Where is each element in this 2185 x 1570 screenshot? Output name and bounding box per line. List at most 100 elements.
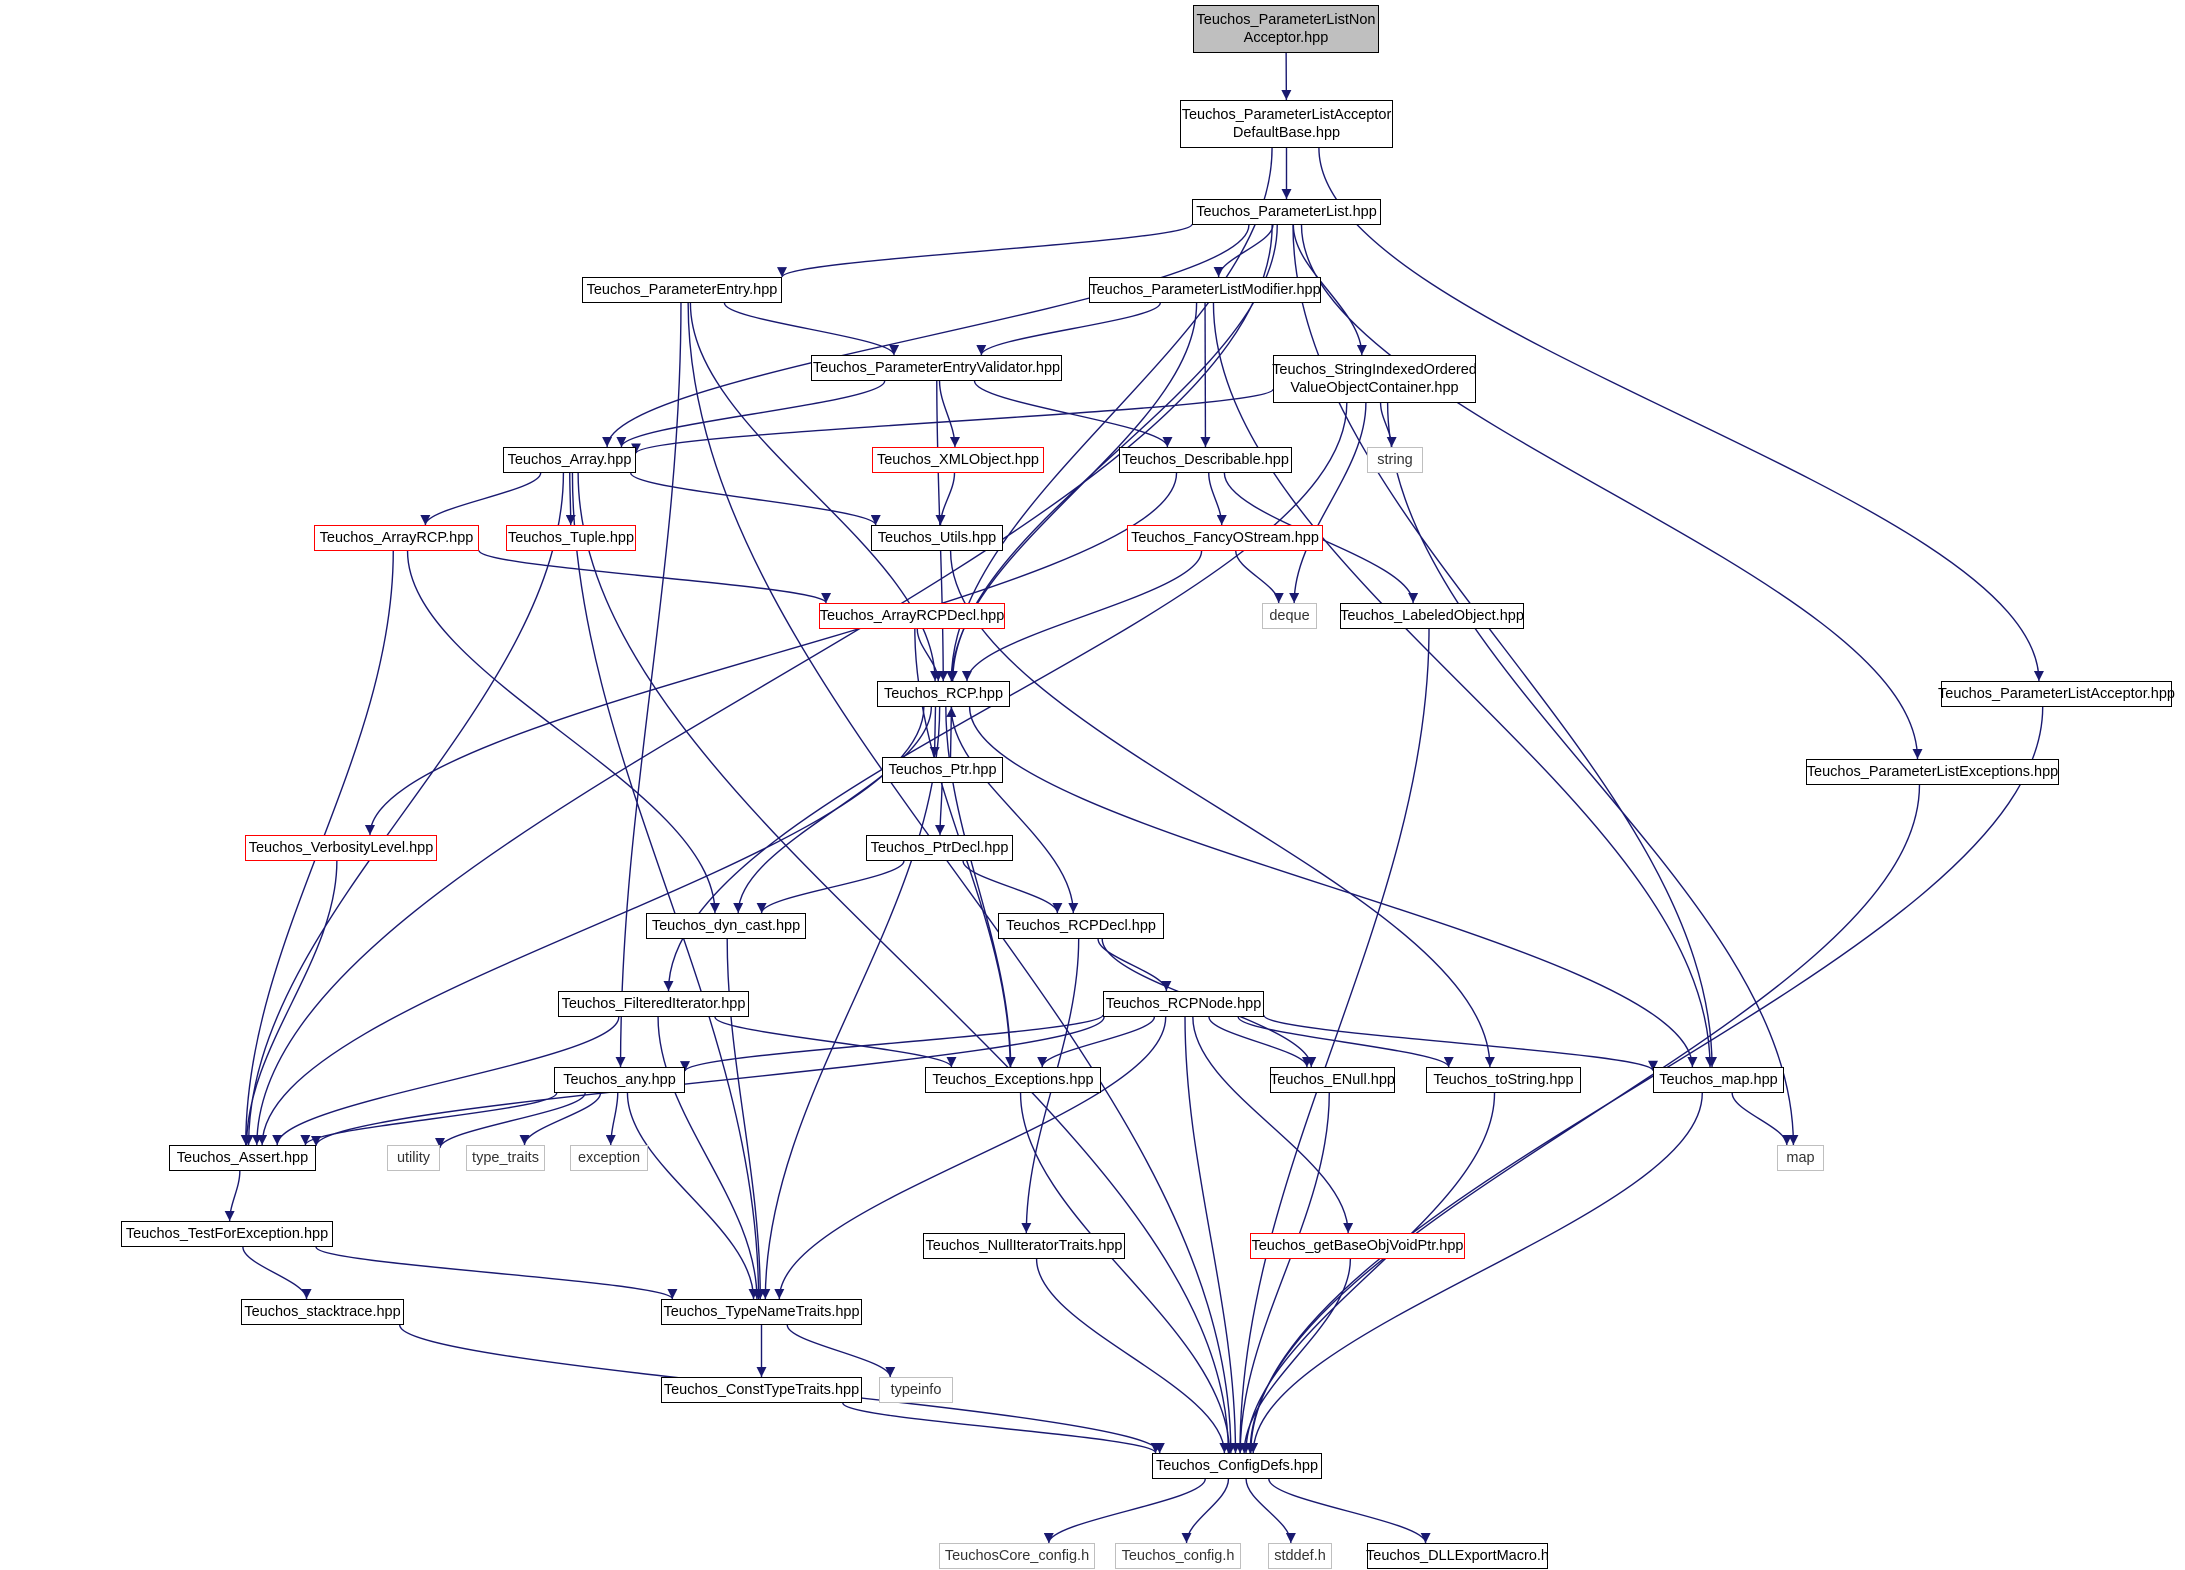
node-label-line: Teuchos_ConfigDefs.hpp	[1156, 1457, 1318, 1475]
edge-arcp-to-dyn	[408, 551, 715, 913]
node-label-line: Teuchos_any.hpp	[563, 1071, 676, 1089]
node-utils[interactable]: Teuchos_Utils.hpp	[871, 525, 1003, 551]
node-labeled[interactable]: Teuchos_LabeledObject.hpp	[1340, 603, 1524, 629]
edge-pev-to-array	[621, 381, 884, 447]
node-xml[interactable]: Teuchos_XMLObject.hpp	[872, 447, 1044, 473]
edge-rcpn-to-any	[685, 1015, 1103, 1071]
edge-verb-to-assert	[247, 861, 337, 1145]
node-label-line: stddef.h	[1274, 1547, 1326, 1565]
node-gbo[interactable]: Teuchos_getBaseObjVoidPtr.hpp	[1250, 1233, 1465, 1259]
node-rcp[interactable]: Teuchos_RCP.hpp	[877, 681, 1010, 707]
node-label-line: Teuchos_FancyOStream.hpp	[1131, 529, 1319, 547]
node-arcpd[interactable]: Teuchos_ArrayRCPDecl.hpp	[819, 603, 1005, 629]
node-plm[interactable]: Teuchos_ParameterListModifier.hpp	[1089, 277, 1321, 303]
node-tmap[interactable]: Teuchos_map.hpp	[1653, 1067, 1784, 1093]
edge-rcp-to-rcpd	[951, 707, 1073, 913]
node-label-line: exception	[578, 1149, 640, 1167]
edge-ple-to-cfg	[1250, 785, 1919, 1453]
edge-pe-to-pev	[724, 303, 894, 355]
edge-enull-to-cfg	[1240, 1093, 1329, 1453]
edge-cfg-to-tconf	[1187, 1479, 1229, 1543]
edge-cfg-to-tcc	[1049, 1479, 1205, 1543]
node-label-line: Teuchos_ParameterEntry.hpp	[587, 281, 778, 299]
node-label-line: Acceptor.hpp	[1244, 29, 1329, 47]
node-tconf: Teuchos_config.h	[1115, 1543, 1241, 1569]
node-ptr[interactable]: Teuchos_Ptr.hpp	[882, 757, 1003, 783]
node-pl[interactable]: Teuchos_ParameterList.hpp	[1192, 199, 1381, 225]
edge-arcp-to-arcpd	[479, 550, 826, 603]
node-array[interactable]: Teuchos_Array.hpp	[503, 447, 636, 473]
node-label-line: Teuchos_config.h	[1122, 1547, 1235, 1565]
node-tostr[interactable]: Teuchos_toString.hpp	[1426, 1067, 1581, 1093]
node-label-line: Teuchos_TestForException.hpp	[126, 1225, 328, 1243]
edge-filt-to-exc	[715, 1017, 952, 1067]
node-dll[interactable]: Teuchos_DLLExportMacro.h	[1367, 1543, 1548, 1569]
node-arcp[interactable]: Teuchos_ArrayRCP.hpp	[314, 525, 479, 551]
edge-array-to-arcp	[425, 473, 540, 525]
node-label-line: Teuchos_Exceptions.hpp	[932, 1071, 1093, 1089]
node-exc[interactable]: Teuchos_Exceptions.hpp	[925, 1067, 1101, 1093]
edge-pev-to-xml	[940, 381, 955, 447]
node-rcpn[interactable]: Teuchos_RCPNode.hpp	[1103, 991, 1264, 1017]
node-label-line: typeinfo	[891, 1381, 942, 1399]
edge-pl-to-pe	[782, 224, 1192, 277]
edge-cfg-to-stddef	[1246, 1479, 1291, 1543]
edge-cfg-to-dll	[1269, 1479, 1426, 1543]
edge-pl-to-tmap	[1293, 225, 1712, 1067]
node-label-line: Teuchos_Assert.hpp	[177, 1149, 308, 1167]
node-label-line: Teuchos_ParameterList.hpp	[1196, 203, 1377, 221]
edge-rcpn-to-cfg	[1185, 1017, 1235, 1453]
node-assert[interactable]: Teuchos_Assert.hpp	[169, 1145, 316, 1171]
node-label-line: DefaultBase.hpp	[1233, 124, 1340, 142]
node-pev[interactable]: Teuchos_ParameterEntryValidator.hpp	[811, 355, 1062, 381]
node-tfe[interactable]: Teuchos_TestForException.hpp	[121, 1221, 333, 1247]
node-map: map	[1777, 1145, 1824, 1171]
node-pe[interactable]: Teuchos_ParameterEntry.hpp	[582, 277, 782, 303]
node-enull[interactable]: Teuchos_ENull.hpp	[1270, 1067, 1395, 1093]
node-label-line: Teuchos_ParameterEntryValidator.hpp	[813, 359, 1060, 377]
edge-ptr-to-rcp	[951, 707, 952, 757]
node-label-line: Teuchos_NullIteratorTraits.hpp	[926, 1237, 1123, 1255]
node-tuple[interactable]: Teuchos_Tuple.hpp	[506, 525, 636, 551]
node-label-line: Teuchos_ParameterListAcceptor.hpp	[1938, 685, 2175, 703]
node-ple[interactable]: Teuchos_ParameterListExceptions.hpp	[1806, 759, 2059, 785]
node-verb[interactable]: Teuchos_VerbosityLevel.hpp	[245, 835, 437, 861]
node-string: string	[1367, 447, 1423, 473]
node-cfg[interactable]: Teuchos_ConfigDefs.hpp	[1152, 1453, 1322, 1479]
node-fancy[interactable]: Teuchos_FancyOStream.hpp	[1127, 525, 1323, 551]
edge-desc-to-verb	[370, 473, 1177, 835]
node-ptrd[interactable]: Teuchos_PtrDecl.hpp	[866, 835, 1013, 861]
node-rcpd[interactable]: Teuchos_RCPDecl.hpp	[998, 913, 1164, 939]
edge-plm-to-tmap	[1213, 303, 1710, 1067]
node-label-line: Teuchos_XMLObject.hpp	[877, 451, 1039, 469]
node-label-line: Teuchos_RCPDecl.hpp	[1006, 917, 1156, 935]
node-desc[interactable]: Teuchos_Describable.hpp	[1119, 447, 1292, 473]
edge-desc-to-fancy	[1209, 473, 1222, 525]
node-tnt[interactable]: Teuchos_TypeNameTraits.hpp	[661, 1299, 862, 1325]
node-label-line: Teuchos_TypeNameTraits.hpp	[663, 1303, 859, 1321]
edge-any-to-utility	[440, 1093, 585, 1148]
edge-rcp-to-ptr	[935, 707, 936, 757]
node-stack[interactable]: Teuchos_stacktrace.hpp	[241, 1299, 404, 1325]
edge-pl-to-array	[607, 225, 1249, 447]
edge-pladb-to-pla	[1319, 148, 2039, 681]
node-label-line: Teuchos_map.hpp	[1659, 1071, 1778, 1089]
edge-pladb-to-rcp	[951, 148, 1272, 681]
edge-ptrd-to-rcpd	[963, 861, 1057, 913]
edge-pl-to-ple	[1301, 225, 1917, 759]
node-nit[interactable]: Teuchos_NullIteratorTraits.hpp	[923, 1233, 1125, 1259]
node-dyn[interactable]: Teuchos_dyn_cast.hpp	[646, 913, 806, 939]
node-ttraits: type_traits	[466, 1145, 545, 1171]
node-any[interactable]: Teuchos_any.hpp	[554, 1067, 685, 1093]
node-label-line: Teuchos_Ptr.hpp	[888, 761, 996, 779]
node-ctt[interactable]: Teuchos_ConstTypeTraits.hpp	[661, 1377, 862, 1403]
node-label-line: Teuchos_ParameterListModifier.hpp	[1089, 281, 1320, 299]
edge-tnt-to-typeinfo	[787, 1325, 890, 1377]
node-label-line: Teuchos_ArrayRCP.hpp	[320, 529, 474, 547]
node-filt[interactable]: Teuchos_FilteredIterator.hpp	[558, 991, 749, 1017]
node-pla[interactable]: Teuchos_ParameterListAcceptor.hpp	[1941, 681, 2172, 707]
